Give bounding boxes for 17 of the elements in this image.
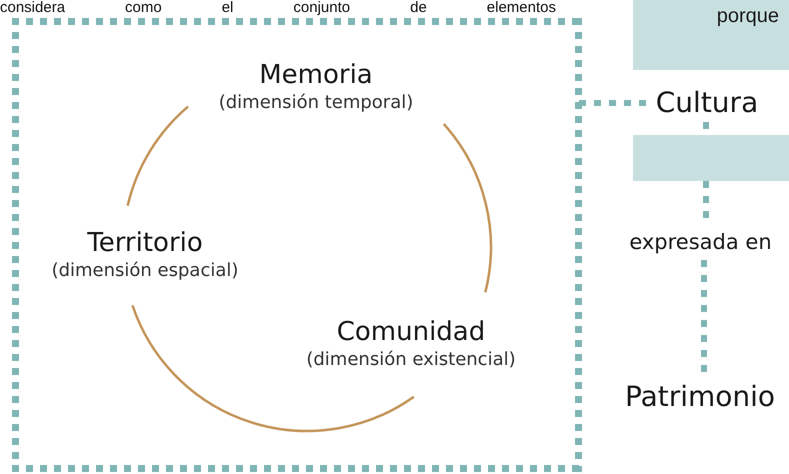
concept-subtitle: (dimensión existencial) [306, 348, 516, 372]
concept-title: Territorio [87, 228, 203, 260]
dotted-frame [12, 18, 582, 472]
concept-subtitle: (dimensión espacial) [52, 259, 238, 283]
arc-connector [442, 123, 492, 293]
dotted-connector [579, 100, 646, 106]
arc-connector [131, 304, 414, 432]
arc-connector [126, 106, 189, 206]
concept-title: Memoria [259, 60, 373, 92]
concept-title: Comunidad [336, 317, 486, 348]
shaded-box: porque [633, 0, 789, 70]
concept-title: expresada en [629, 230, 772, 256]
concept-subtitle: (dimensión temporal) [218, 91, 414, 115]
shaded-box [633, 135, 789, 181]
caption-text: considera como el conjunto de elementos [0, 0, 556, 16]
concept-title: Cultura [656, 86, 758, 120]
concept-title: Patrimonio [624, 380, 776, 414]
